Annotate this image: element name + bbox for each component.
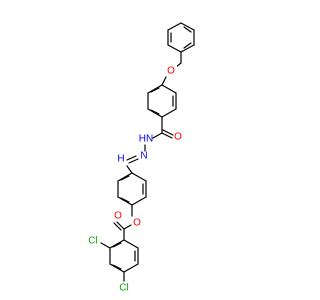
carbonyl-double-bond-a <box>161 132 173 139</box>
ortho-chlorine-label: Cl <box>88 236 97 247</box>
ester-oxygen-label: O <box>133 218 141 229</box>
amide-nh-label: HN <box>139 134 153 145</box>
imine-double-bond-b <box>126 155 137 161</box>
ester-carbonyl-oxygen-label: O <box>114 211 122 222</box>
benzyl-ring <box>167 22 195 53</box>
carbonyl-double-bond-b <box>162 129 174 136</box>
ester-carbonyl-double-b <box>113 222 122 231</box>
ester-carbonyl-double-a <box>116 221 125 230</box>
ortho-cl-bond <box>100 242 111 249</box>
imine-nitrogen-label: N <box>140 151 147 162</box>
carbonyl-nitrogen-bond <box>152 132 163 139</box>
structure-diagram: O O HN N H O <box>88 22 195 294</box>
ester-oxygen-carbonyl-bond <box>123 224 132 230</box>
imine-double-bond-a <box>128 158 139 164</box>
phenylene-ring <box>117 172 147 206</box>
molecule-canvas: O O HN N H O <box>88 22 195 294</box>
imine-h-label: H <box>117 154 124 165</box>
benzoyl-ring <box>147 84 177 118</box>
oxygen-ring2-bond <box>161 76 167 86</box>
dichlorophenyl-ring <box>109 239 139 273</box>
amide-oxygen-label: O <box>174 132 182 143</box>
ether-oxygen-label: O <box>167 66 175 77</box>
para-chlorine-label: Cl <box>119 283 128 294</box>
ch-ring3-bond <box>126 165 133 174</box>
